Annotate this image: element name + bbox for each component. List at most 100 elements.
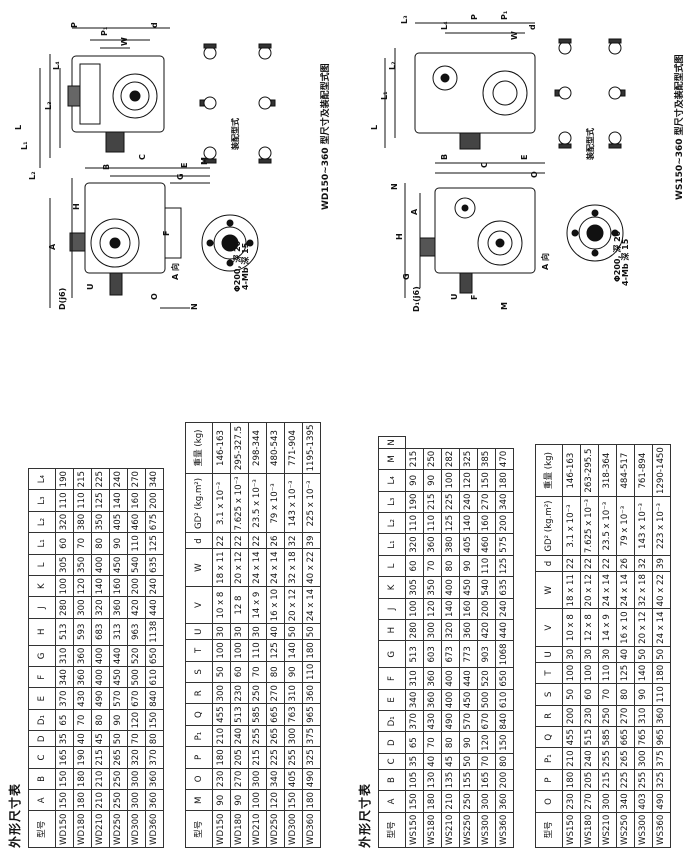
wd-dim-header-cell: C — [28, 746, 56, 769]
wd-wt-cell: 20 x 12 — [230, 548, 249, 587]
wd-dim-header-cell: A — [28, 789, 56, 811]
ws-wt-cell: 375 — [652, 747, 671, 770]
wd-wt-cell: 32 x 18 — [284, 548, 303, 587]
ws-dim-label: L₄ — [440, 21, 449, 30]
wd-dim-cell: 160 — [109, 575, 128, 597]
wd-dim-cell: 650 — [145, 645, 164, 667]
wd-wt-cell: 16 x 10 — [266, 586, 285, 624]
ws-dim-cell: 340 — [405, 689, 424, 711]
wd-dim-cell: 310 — [55, 645, 74, 667]
wd-dim-cell: 215 — [91, 746, 110, 769]
ws-dim-cell: 320 — [441, 619, 460, 641]
ws-dim-label: L₃ — [400, 15, 409, 24]
ws-dim-cell: WS250 — [459, 812, 478, 848]
wd-wt-cell: WD180 — [230, 810, 249, 848]
wd-dim-cell: WD250 — [109, 810, 128, 848]
ws-dim-label: P — [470, 14, 479, 20]
wd-wt-cell: 763 — [284, 703, 303, 726]
ws-dim-cell: 360 — [423, 667, 442, 690]
ws-dim-header-cell: G — [378, 640, 406, 668]
ws-wt-cell: 3.1 x 10⁻³ — [562, 496, 581, 556]
wd-wt-cell: 480-543 — [266, 422, 285, 474]
ws-dim-cell: 180 — [423, 790, 442, 813]
wd-wt-cell: 513 — [230, 703, 249, 726]
wd-dim-cell: 240 — [145, 575, 164, 597]
ws-wt-cell: 300 — [634, 747, 653, 770]
wd-dim-cell: 270 — [127, 468, 146, 490]
ws-wt-cell: WS180 — [580, 812, 599, 848]
ws-wt-cell: 125 — [616, 662, 635, 684]
wd-wt-header-cell: 型号 — [185, 810, 213, 848]
ws-flange-circle — [566, 204, 624, 262]
ws-a-direction: A 向 — [541, 253, 550, 270]
ws-dim-cell: 340 — [495, 491, 514, 513]
wd-dim-header-cell: L₂ — [28, 511, 56, 533]
ws-dim-label: W — [510, 31, 519, 40]
wd-wt-cell: 965 — [302, 703, 321, 726]
ws-dim-cell: 180 — [495, 469, 514, 492]
ws-dim-cell: 155 — [459, 769, 478, 791]
ws-wt-cell: 240 — [580, 747, 599, 770]
ws-dim-cell: 570 — [459, 710, 478, 732]
wd-wt-cell: 771-904 — [284, 422, 303, 474]
ws-dim-cell: 90 — [423, 469, 442, 492]
ws-wt-cell: 79 x 10⁻³ — [616, 496, 635, 556]
wd-wt-cell: WD210 — [248, 810, 267, 848]
ws-dim-cell: 903 — [477, 640, 496, 668]
wd-dim-header-cell: F — [28, 666, 56, 688]
ws-dim-cell: 140 — [459, 512, 478, 534]
wd-dim-label: M — [200, 157, 209, 165]
ws-wt-cell: 455 — [562, 726, 581, 748]
wd-wt-cell: 24 x 14 — [266, 548, 285, 587]
wd-dim-cell: 110 — [55, 489, 74, 512]
ws-dim-cell: WS360 — [495, 812, 514, 848]
ws-dim-cell: 500 — [477, 689, 496, 711]
ws-dim-cell: 125 — [495, 555, 514, 577]
ws-dim-cell: 90 — [459, 731, 478, 754]
wd-dim-header-cell: B — [28, 768, 56, 790]
ws-dim-cell: 575 — [495, 533, 514, 556]
wd-wt-cell: 40 x 22 — [302, 548, 321, 587]
ws-dim-cell: WS210 — [441, 812, 460, 848]
ws-dim-label: E — [520, 154, 529, 160]
wd-dim-cell: 963 — [127, 618, 146, 646]
ws-dim-label: L₁ — [380, 91, 389, 100]
wd-dim-header-cell: G — [28, 645, 56, 667]
wd-dim-cell: 240 — [109, 468, 128, 490]
wd-dim-cell: 70 — [73, 532, 92, 555]
wd-dim-cell: 440 — [109, 645, 128, 667]
ws-dim-cell: 385 — [477, 448, 496, 470]
wd-dim-header-cell: L₃ — [28, 489, 56, 512]
wd-assembly-icons — [199, 43, 276, 164]
wd-dim-cell: 683 — [91, 618, 110, 646]
ws-wt-cell: 100 — [580, 662, 599, 684]
ws-dim-header-cell: L₁ — [378, 533, 406, 556]
wd-dim-cell: 35 — [55, 730, 74, 747]
ws-wt-cell: 22 — [598, 555, 617, 572]
ws-dim-header-cell: L₃ — [378, 491, 406, 513]
wd-assembly-label: 装配型式 — [231, 118, 240, 150]
wd-wt-cell: 18 x 11 — [212, 548, 231, 587]
wd-wt-cell: 210 — [212, 725, 231, 747]
ws-dim-label: N — [390, 183, 399, 190]
wd-dim-cell: 210 — [91, 789, 110, 811]
wd-dim-cell: 570 — [109, 688, 128, 710]
ws-dim-cell: 400 — [441, 576, 460, 599]
wd-dim-cell: 70 — [127, 730, 146, 747]
wd-dim-label: L — [14, 124, 23, 130]
wd-wt-cell: 340 — [266, 768, 285, 790]
ws-dim-cell: 240 — [495, 598, 514, 620]
ws-dim-cell: 135 — [441, 769, 460, 791]
ws-dim-header-cell: L₄ — [378, 469, 406, 492]
ws-dim-cell: 520 — [477, 667, 496, 690]
wd-wt-header-cell: S — [185, 661, 213, 683]
wd-wt-header-cell: V — [185, 586, 213, 624]
